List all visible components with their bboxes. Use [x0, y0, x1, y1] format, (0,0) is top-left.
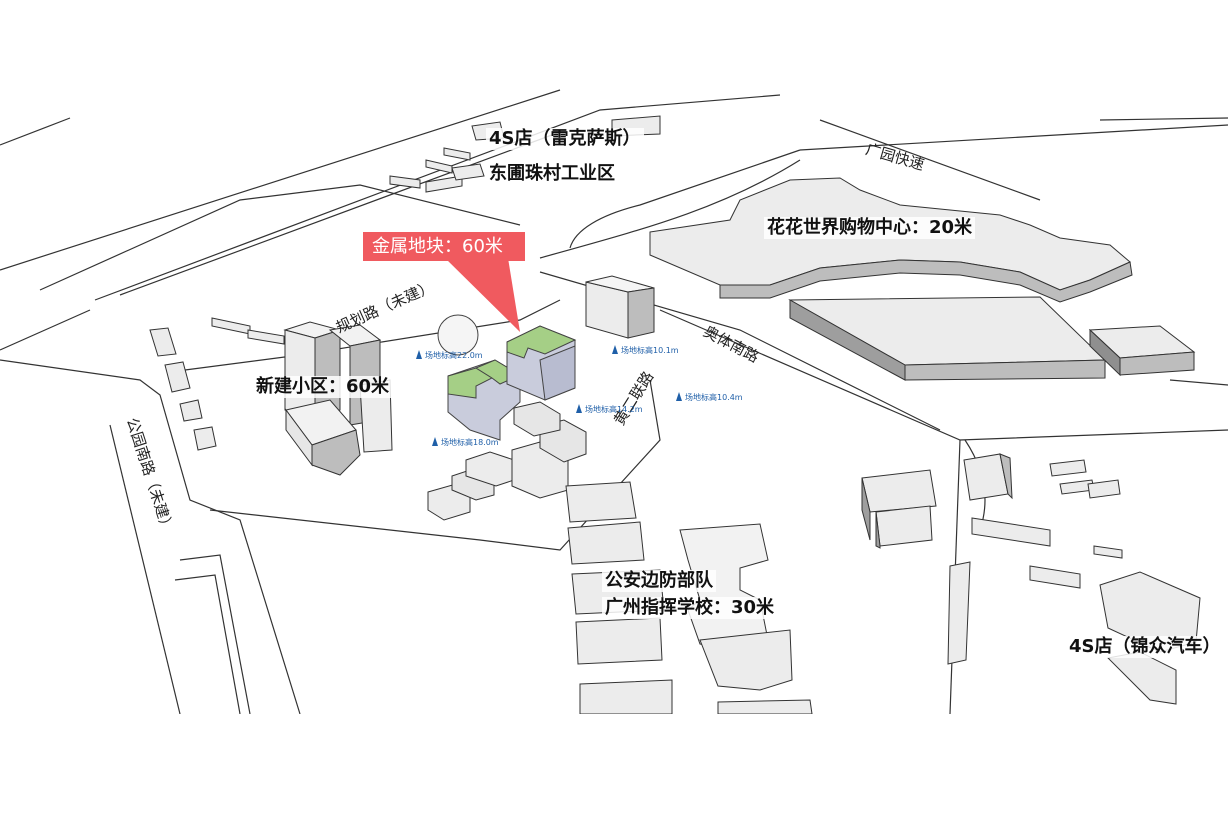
elevation-marker: 场地标高18.0m [432, 437, 499, 448]
site-callout-label: 金属地块：60米 [372, 236, 503, 257]
label-lexus-4s: 4S店（雷克萨斯） [486, 128, 644, 150]
project-towers [437, 314, 577, 441]
elevation-marker: 场地标高10.4m [676, 392, 743, 403]
label-dongpu-industrial: 东圃珠村工业区 [486, 163, 618, 185]
label-police-unit: 公安边防部队 [602, 570, 716, 592]
label-new-residential: 新建小区：60米 [253, 376, 393, 398]
elevation-marker: 场地标高14.2m [576, 404, 643, 415]
elevation-marker: 场地标高22.0m [416, 350, 483, 361]
label-command-school: 广州指挥学校：30米 [602, 597, 778, 619]
label-jinzhong-4s: 4S店（锦众汽车） [1066, 636, 1224, 658]
callout-pointer [445, 258, 520, 332]
site-callout: 金属地块：60米 [363, 232, 525, 261]
label-huahua-mall: 花花世界购物中心：20米 [764, 217, 976, 239]
context-buildings [149, 115, 1201, 714]
elevation-marker: 场地标高10.1m [612, 345, 679, 356]
